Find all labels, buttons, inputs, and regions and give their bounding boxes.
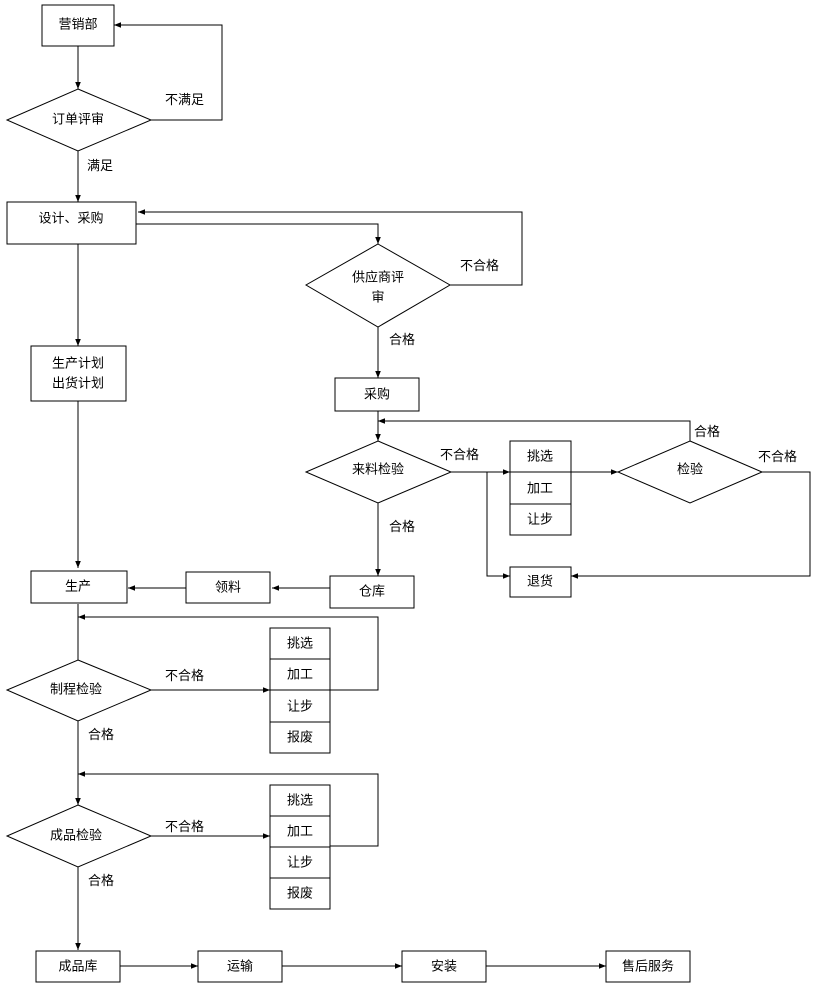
node-finished-inspection: 成品检验 — [5, 804, 153, 868]
label-finished-pass: 合格 — [88, 873, 114, 889]
label-supplier-pass: 合格 — [389, 332, 415, 348]
node-incoming-inspection-label: 来料检验 — [352, 462, 404, 478]
process-option-4: 报废 — [287, 730, 313, 746]
edge-finished-rework-loop — [78, 771, 379, 847]
finished-option-1: 挑选 — [287, 794, 313, 809]
node-material-pick-label: 领料 — [215, 581, 241, 596]
edge-labels: 不满足 满足 不合格 合格 不合格 合格 合格 不合格 不合格 合格 不合格 合… — [87, 93, 797, 889]
node-incoming-options: 挑选 加工 让步 — [509, 440, 572, 536]
node-recheck-label: 检验 — [677, 462, 703, 478]
edge-not-satisfied-loop — [114, 22, 223, 121]
edge-recheck-fail — [571, 471, 811, 579]
incoming-option-2: 加工 — [527, 482, 553, 497]
node-incoming-inspection: 来料检验 — [304, 440, 453, 504]
node-marketing: 营销部 — [41, 4, 115, 47]
node-transport-label: 运输 — [227, 959, 253, 975]
node-process-inspection: 制程检验 — [5, 659, 153, 722]
process-option-3: 让步 — [287, 700, 313, 715]
node-plan-label-line2: 出货计划 — [52, 376, 104, 392]
edge-supplier-fail-loop — [138, 209, 523, 286]
finished-option-4: 报废 — [287, 886, 313, 902]
node-supplier-review-label-line1: 供应商评 — [352, 270, 404, 286]
node-warehouse: 仓库 — [329, 575, 415, 609]
incoming-option-1: 挑选 — [527, 450, 553, 465]
label-recheck-pass: 合格 — [694, 424, 720, 440]
node-install: 安装 — [401, 950, 487, 983]
node-supplier-review: 供应商评 审 — [304, 243, 452, 328]
node-order-review-label: 订单评审 — [52, 113, 104, 128]
connectors — [75, 22, 811, 969]
process-option-1: 挑选 — [287, 637, 313, 652]
node-finished-warehouse: 成品库 — [35, 950, 121, 983]
process-option-2: 加工 — [287, 668, 313, 683]
label-incoming-pass: 合格 — [389, 519, 415, 535]
node-production: 生产 — [30, 570, 128, 604]
edge-recheck-pass — [378, 418, 691, 441]
finished-option-2: 加工 — [287, 825, 313, 840]
node-purchase-label: 采购 — [364, 387, 390, 403]
node-supplier-review-label-line2: 审 — [371, 291, 384, 306]
node-recheck: 检验 — [616, 440, 764, 504]
node-return-goods: 退货 — [509, 566, 572, 598]
label-recheck-fail: 不合格 — [758, 449, 797, 465]
node-plan-label-line1: 生产计划 — [52, 357, 104, 372]
label-process-pass: 合格 — [88, 727, 114, 743]
node-production-plan: 生产计划 出货计划 — [30, 345, 127, 402]
node-transport: 运输 — [197, 950, 283, 983]
node-purchase: 采购 — [334, 377, 420, 412]
node-production-label: 生产 — [65, 580, 91, 595]
edge-incoming-fail-return — [486, 472, 510, 579]
node-process-inspection-label: 制程检验 — [50, 682, 102, 698]
node-warehouse-label: 仓库 — [359, 584, 385, 600]
node-return-goods-label: 退货 — [527, 574, 553, 590]
edge-process-rework-loop — [78, 614, 379, 691]
label-satisfied: 满足 — [87, 159, 113, 174]
label-process-fail: 不合格 — [165, 668, 204, 684]
label-supplier-fail: 不合格 — [460, 258, 499, 274]
label-incoming-fail: 不合格 — [440, 447, 479, 463]
node-design-purchase-label: 设计、采购 — [38, 211, 103, 227]
node-material-pick: 领料 — [185, 571, 271, 604]
label-finished-fail: 不合格 — [165, 819, 204, 835]
node-finished-inspection-label: 成品检验 — [50, 828, 102, 844]
node-finished-warehouse-label: 成品库 — [58, 959, 97, 975]
label-not-satisfied: 不满足 — [165, 93, 204, 108]
node-design-purchase: 设计、采购 — [6, 201, 137, 245]
finished-option-3: 让步 — [287, 856, 313, 871]
node-finished-options: 挑选 加工 让步 报废 — [269, 784, 331, 910]
node-after-sales-label: 售后服务 — [622, 959, 674, 975]
node-after-sales: 售后服务 — [605, 950, 691, 983]
node-marketing-label: 营销部 — [58, 18, 97, 33]
incoming-option-3: 让步 — [527, 513, 553, 528]
node-order-review: 订单评审 — [5, 88, 153, 152]
node-install-label: 安装 — [431, 960, 457, 975]
edge-design-to-supplier-review — [136, 223, 381, 244]
node-process-options: 挑选 加工 让步 报废 — [269, 627, 331, 754]
